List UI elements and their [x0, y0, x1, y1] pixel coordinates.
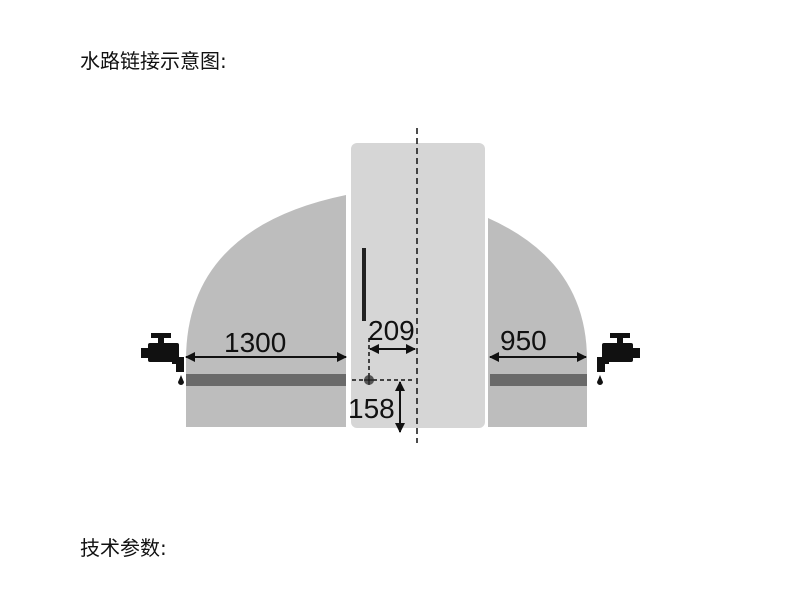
right-water-pipe: [490, 374, 587, 386]
right-faucet-icon: [597, 333, 640, 385]
dimension-label-right: 950: [500, 325, 547, 356]
left-faucet-icon: [141, 333, 184, 385]
appliance-handle: [362, 248, 366, 321]
dimension-label-height: 158: [348, 393, 395, 424]
left-water-pipe: [186, 374, 346, 386]
dimension-label-left: 1300: [224, 327, 286, 358]
left-clearance-area: [186, 195, 346, 427]
tech-specs-heading: 技术参数:: [80, 536, 167, 560]
dimension-label-center: 209: [368, 315, 415, 346]
water-diagram-heading: 水路链接示意图:: [80, 49, 227, 73]
appliance-body: [351, 143, 485, 428]
right-clearance-area: [488, 218, 587, 427]
water-inlet-point: [364, 375, 374, 385]
